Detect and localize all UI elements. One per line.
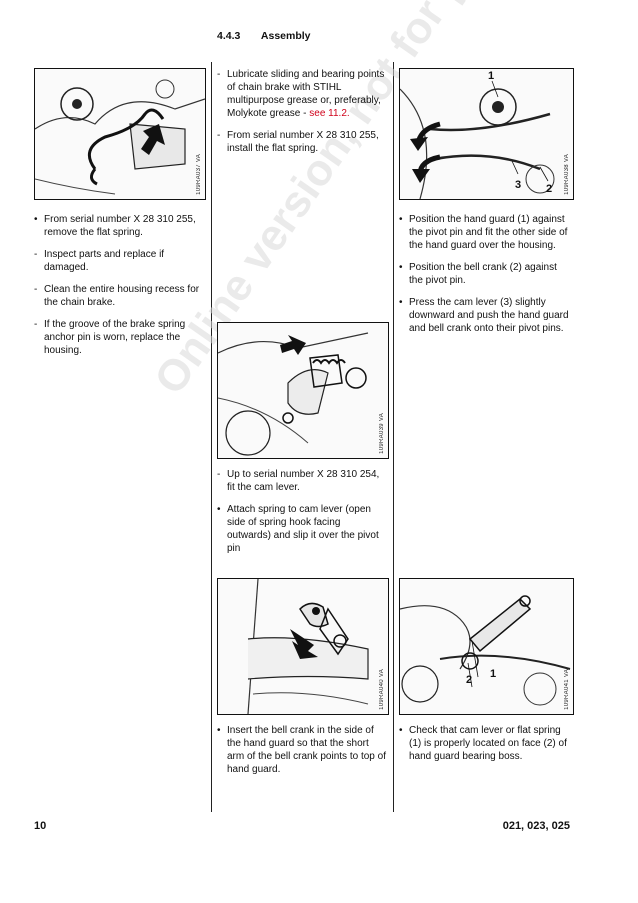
callout-label: 1 <box>488 70 495 82</box>
bullet-marker: • <box>217 725 221 736</box>
dash-marker: - <box>217 469 221 480</box>
cross-reference-link[interactable]: see 11.2. <box>309 108 350 119</box>
figure-code: 109RA037 VA <box>196 154 202 195</box>
dash-marker: - <box>34 249 38 260</box>
list-item: - Lubricate sliding and bearing points o… <box>217 68 387 120</box>
list-item: • Position the bell crank (2) against th… <box>399 261 571 287</box>
instruction-text: Clean the entire housing recess for the … <box>44 284 200 308</box>
column-divider-right <box>393 62 394 812</box>
list-item: • Insert the bell crank in the side of t… <box>217 724 387 776</box>
callout-label: 2 <box>466 674 473 686</box>
dash-marker: - <box>217 69 221 80</box>
list-item: • From serial number X 28 310 255, remov… <box>34 213 204 239</box>
section-header: 4.4.3 Assembly <box>217 30 329 42</box>
col3-text: • Position the hand guard (1) against th… <box>399 213 571 344</box>
col2-top-text: - Lubricate sliding and bearing points o… <box>217 68 387 164</box>
list-item: • Press the cam lever (3) slightly downw… <box>399 296 571 335</box>
callout-label: 2 <box>546 183 553 195</box>
bullet-marker: • <box>399 297 403 308</box>
figure-code: 109RA041 VA <box>564 669 570 710</box>
list-item: • Attach spring to cam lever (open side … <box>217 503 387 555</box>
section-number: 4.4.3 <box>217 30 241 42</box>
figure-flat-spring: 109RA037 VA <box>34 68 206 200</box>
bullet-marker: • <box>399 214 403 225</box>
col1-text: • From serial number X 28 310 255, remov… <box>34 213 204 366</box>
callout-label: 1 <box>490 668 497 680</box>
list-item: • Position the hand guard (1) against th… <box>399 213 571 252</box>
figure-code: 109RA039 VA <box>379 413 385 454</box>
instruction-text: Press the cam lever (3) slightly downwar… <box>409 297 569 334</box>
instruction-text: From serial number X 28 310 255, remove … <box>44 214 196 238</box>
page-number: 10 <box>34 820 47 832</box>
instruction-text: From serial number X 28 310 255, install… <box>227 130 379 154</box>
figure-cam-check: 1 2 109RA041 VA <box>399 578 574 715</box>
list-item: - Clean the entire housing recess for th… <box>34 283 204 309</box>
figure-hand-guard: 1 3 2 109RA038 VA <box>399 68 574 200</box>
dash-marker: - <box>34 284 38 295</box>
col3-bottom-text: • Check that cam lever or flat spring (1… <box>399 724 571 772</box>
section-title: Assembly <box>260 30 311 42</box>
column-divider-left <box>211 62 212 812</box>
bullet-marker: • <box>399 262 403 273</box>
instruction-text: Position the bell crank (2) against the … <box>409 262 557 286</box>
figure-flat-spring-drawing <box>35 79 205 195</box>
list-item: - If the groove of the brake spring anch… <box>34 318 204 357</box>
instruction-text: Check that cam lever or flat spring (1) … <box>409 725 567 762</box>
instruction-text: Up to serial number X 28 310 254, fit th… <box>227 469 380 493</box>
figure-code: 109RA038 VA <box>564 154 570 195</box>
figure-hand-guard-drawing <box>400 80 555 199</box>
list-item: - Inspect parts and replace if damaged. <box>34 248 204 274</box>
instruction-text: If the groove of the brake spring anchor… <box>44 319 186 356</box>
dash-marker: - <box>217 130 221 141</box>
figure-bell-crank-drawing <box>247 579 369 714</box>
figure-bell-crank: 109RA040 VA <box>217 578 389 715</box>
col2-mid-text: - Up to serial number X 28 310 254, fit … <box>217 468 387 564</box>
instruction-text: Lubricate sliding and bearing points of … <box>227 69 385 119</box>
figure-cam-check-drawing <box>400 595 571 706</box>
bullet-marker: • <box>217 504 221 515</box>
list-item: • Check that cam lever or flat spring (1… <box>399 724 571 763</box>
figure-cam-lever-drawing <box>218 332 369 456</box>
instruction-text: Attach spring to cam lever (open side of… <box>227 504 379 554</box>
bullet-marker: • <box>34 214 38 225</box>
list-item: - Up to serial number X 28 310 254, fit … <box>217 468 387 494</box>
model-numbers: 021, 023, 025 <box>502 820 570 832</box>
instruction-text: Insert the bell crank in the side of the… <box>227 725 386 775</box>
bullet-marker: • <box>399 725 403 736</box>
list-item: - From serial number X 28 310 255, insta… <box>217 129 387 155</box>
instruction-text: Inspect parts and replace if damaged. <box>44 249 165 273</box>
callout-label: 3 <box>515 179 522 191</box>
figure-code: 109RA040 VA <box>379 669 385 710</box>
instruction-text: Position the hand guard (1) against the … <box>409 214 568 251</box>
dash-marker: - <box>34 319 38 330</box>
figure-cam-lever: 109RA039 VA <box>217 322 389 459</box>
col2-bottom-text: • Insert the bell crank in the side of t… <box>217 724 387 785</box>
